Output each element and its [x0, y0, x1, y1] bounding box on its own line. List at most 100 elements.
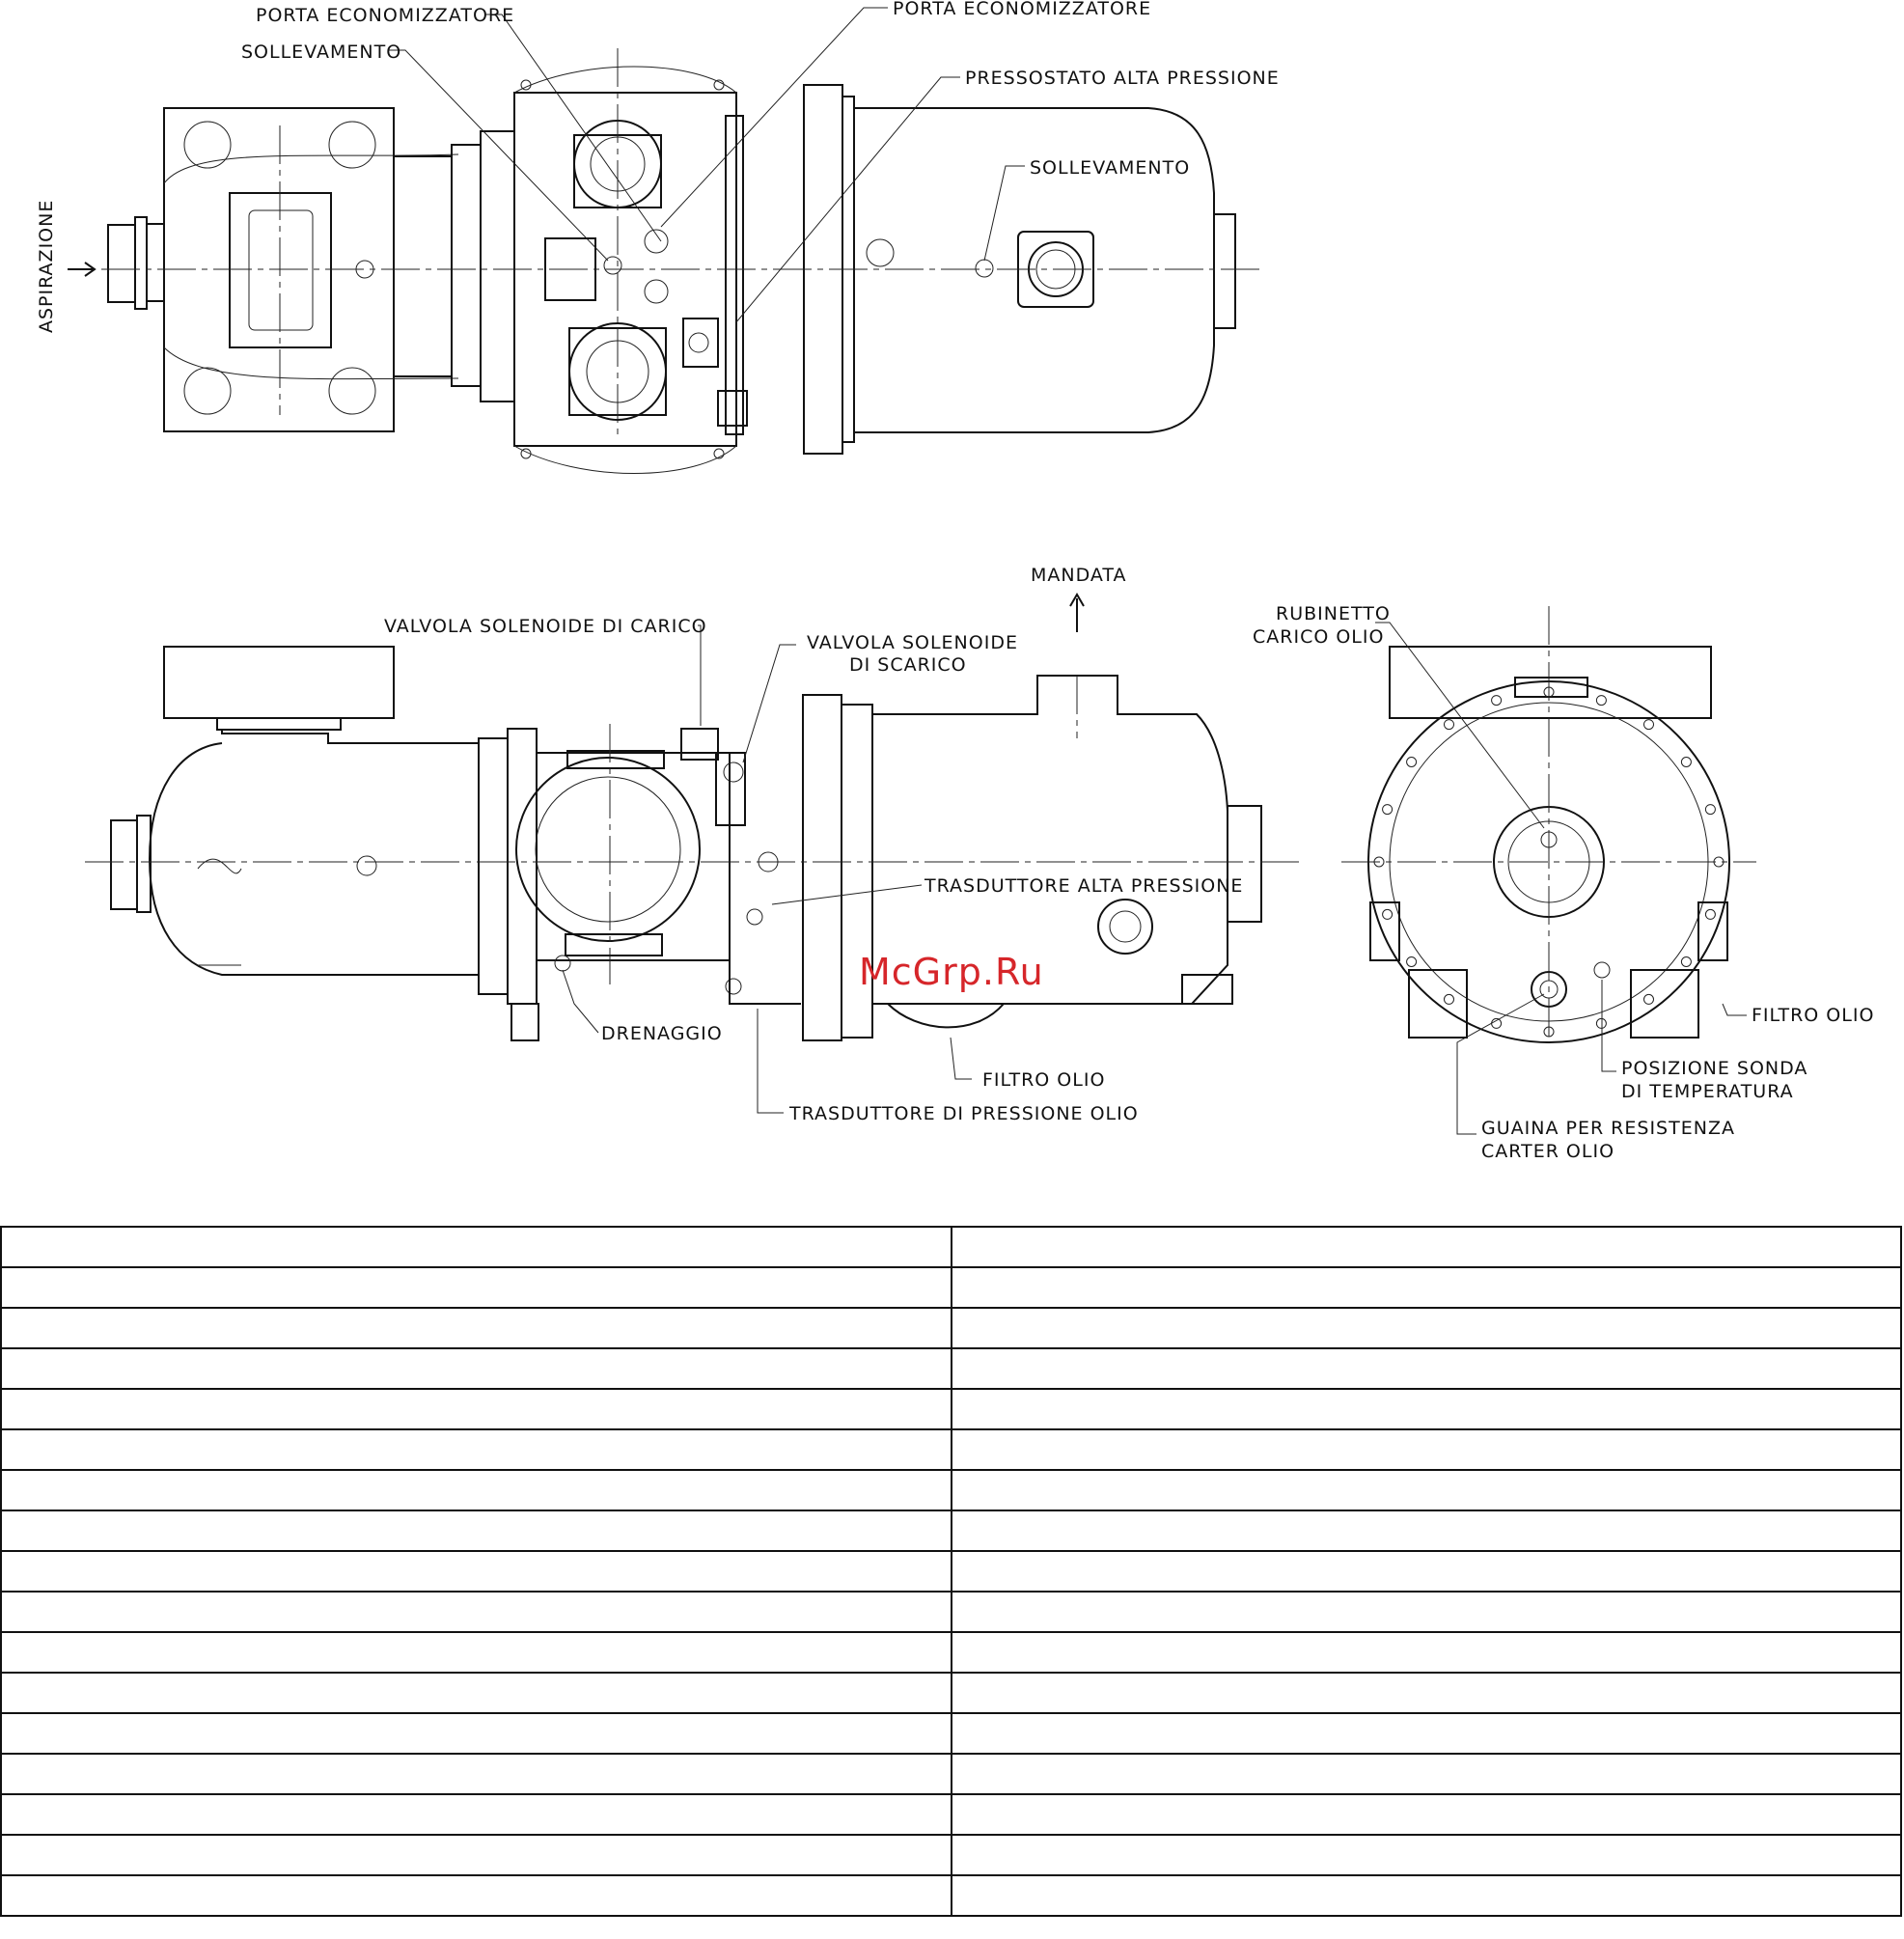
- label-trasduttore-alta: TRASDUTTORE ALTA PRESSIONE: [924, 875, 1243, 897]
- watermark: McGrp.Ru: [859, 951, 1044, 993]
- side-view: [85, 593, 1305, 1041]
- table-row: [0, 1834, 1902, 1876]
- table-row: [0, 1753, 1902, 1795]
- table-cell: [950, 1874, 1902, 1917]
- table-cell: [950, 1226, 1902, 1268]
- table-cell: [0, 1874, 952, 1917]
- bolt-hole: [1406, 956, 1418, 967]
- table-cell: [0, 1753, 952, 1795]
- table-cell: [950, 1307, 1902, 1349]
- table-row: [0, 1307, 1902, 1349]
- label-guaina-2: CARTER OLIO: [1481, 1141, 1614, 1162]
- table-cell: [0, 1266, 952, 1309]
- table-cell: [0, 1834, 952, 1876]
- label-porta-economizzatore-right: PORTA ECONOMIZZATORE: [893, 0, 1151, 19]
- table-cell: [0, 1712, 952, 1755]
- table-row: [0, 1672, 1902, 1714]
- bolt-hole: [1382, 804, 1394, 816]
- bolt-hole: [1373, 856, 1385, 868]
- leader-lines: [388, 7, 1747, 1135]
- bolt-hole: [1543, 1026, 1555, 1038]
- table-cell: [0, 1591, 952, 1633]
- label-trasduttore-olio: TRASDUTTORE DI PRESSIONE OLIO: [788, 1103, 1139, 1124]
- bolt-hole: [1595, 1017, 1607, 1029]
- spec-table: [0, 1226, 1902, 1917]
- label-drenaggio: DRENAGGIO: [601, 1023, 723, 1044]
- table-row: [0, 1712, 1902, 1755]
- table-cell: [950, 1712, 1902, 1755]
- table-cell: [950, 1266, 1902, 1309]
- table-row: [0, 1428, 1902, 1471]
- table-cell: [0, 1793, 952, 1836]
- table-cell: [0, 1631, 952, 1674]
- table-cell: [0, 1428, 952, 1471]
- table-row: [0, 1631, 1902, 1674]
- label-valvola-carico: VALVOLA SOLENOIDE DI CARICO: [384, 616, 707, 637]
- table-row: [0, 1591, 1902, 1633]
- label-valvola-scarico-2: DI SCARICO: [849, 654, 967, 676]
- table-cell: [950, 1388, 1902, 1430]
- table-cell: [0, 1307, 952, 1349]
- label-sollevamento-left: SOLLEVAMENTO: [241, 42, 401, 63]
- table-cell: [950, 1834, 1902, 1876]
- compressor-technical-drawing: PORTA ECONOMIZZATORE SOLLEVAMENTO PORTA …: [36, 0, 1874, 1162]
- table-row: [0, 1347, 1902, 1390]
- table-cell: [0, 1388, 952, 1430]
- table-cell: [0, 1469, 952, 1511]
- label-aspirazione: ASPIRAZIONE: [36, 200, 57, 333]
- bolt-hole: [1382, 908, 1394, 920]
- table-cell: [950, 1550, 1902, 1593]
- bolt-hole: [1643, 719, 1654, 731]
- label-posizione-2: DI TEMPERATURA: [1621, 1081, 1794, 1102]
- table-cell: [0, 1347, 952, 1390]
- table-cell: [950, 1428, 1902, 1471]
- bolt-hole: [1704, 908, 1716, 920]
- label-rubinetto-1: RUBINETTO: [1276, 603, 1391, 624]
- label-filtro-olio-side: FILTRO OLIO: [982, 1069, 1105, 1091]
- table-row: [0, 1388, 1902, 1430]
- bolt-hole: [1713, 856, 1725, 868]
- bolt-hole: [1595, 695, 1607, 706]
- table-row: [0, 1874, 1902, 1917]
- bolt-hole: [1444, 993, 1454, 1005]
- table-cell: [0, 1550, 952, 1593]
- table-cell: [950, 1510, 1902, 1552]
- bolt-hole: [1680, 757, 1692, 767]
- label-mandata: MANDATA: [1031, 565, 1127, 586]
- label-pressostato: PRESSOSTATO ALTA PRESSIONE: [965, 68, 1280, 89]
- table-row: [0, 1550, 1902, 1593]
- table-cell: [0, 1672, 952, 1714]
- table-row: [0, 1226, 1902, 1268]
- table-row: [0, 1510, 1902, 1552]
- bolt-hole: [1491, 695, 1503, 706]
- table-cell: [950, 1631, 1902, 1674]
- end-view: [1341, 606, 1756, 1043]
- label-posizione-1: POSIZIONE SONDA: [1621, 1058, 1807, 1079]
- label-porta-economizzatore-left: PORTA ECONOMIZZATORE: [256, 5, 514, 26]
- table-cell: [0, 1510, 952, 1552]
- label-rubinetto-2: CARICO OLIO: [1253, 626, 1384, 648]
- callout-labels: PORTA ECONOMIZZATORE SOLLEVAMENTO PORTA …: [36, 0, 1874, 1162]
- label-valvola-scarico-1: VALVOLA SOLENOIDE: [807, 632, 1018, 653]
- bolt-hole: [1406, 757, 1418, 767]
- table-cell: [950, 1469, 1902, 1511]
- label-sollevamento-right: SOLLEVAMENTO: [1030, 157, 1190, 179]
- table-cell: [950, 1591, 1902, 1633]
- bolt-hole: [1444, 719, 1454, 731]
- table-row: [0, 1793, 1902, 1836]
- label-filtro-olio-end: FILTRO OLIO: [1752, 1005, 1874, 1026]
- table-cell: [950, 1672, 1902, 1714]
- table-cell: [950, 1347, 1902, 1390]
- table-cell: [950, 1753, 1902, 1795]
- table-cell: [0, 1226, 952, 1268]
- table-row: [0, 1266, 1902, 1309]
- table-cell: [950, 1793, 1902, 1836]
- bolt-hole: [1680, 956, 1692, 967]
- table-row: [0, 1469, 1902, 1511]
- bolt-hole: [1643, 993, 1654, 1005]
- bolt-hole: [1704, 804, 1716, 816]
- label-guaina-1: GUAINA PER RESISTENZA: [1481, 1118, 1735, 1139]
- spec-table-body: [0, 1226, 1902, 1917]
- bolt-hole: [1543, 686, 1555, 698]
- top-view: [68, 48, 1259, 474]
